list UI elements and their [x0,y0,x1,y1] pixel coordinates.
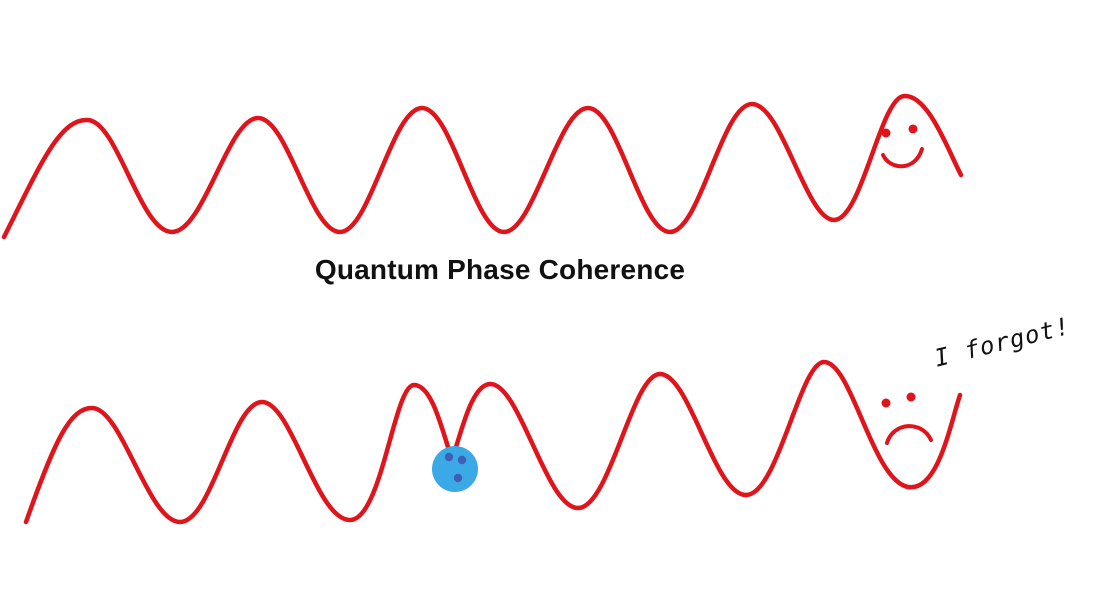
diagram-title: Quantum Phase Coherence [314,254,686,285]
coherent-wave [1,93,964,240]
smile-icon [881,124,924,169]
particle-icon [432,446,478,492]
frown-icon [881,392,933,445]
decohered-wave [23,359,963,525]
